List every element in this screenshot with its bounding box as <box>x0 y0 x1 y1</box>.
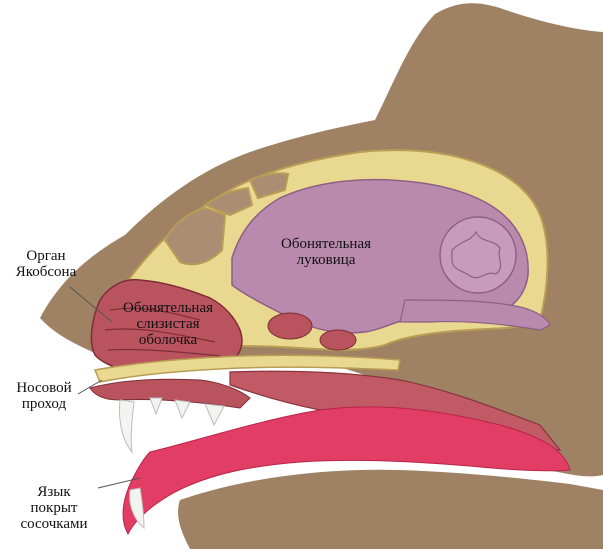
label-tongue: Язык покрыт сосочками <box>8 484 100 532</box>
sinus-patch-2 <box>320 330 356 350</box>
label-tongue-line2: покрыт <box>8 500 100 516</box>
canine-tooth <box>120 400 135 452</box>
label-jacobson-line2: Якобсона <box>6 264 86 280</box>
label-nasal-passage: Носовой проход <box>6 380 82 412</box>
label-olfactory-bulb: Обонятельная луковица <box>270 236 382 268</box>
label-nasal-line1: Носовой <box>6 380 82 396</box>
label-mucosa-line3: оболочка <box>108 332 228 348</box>
label-olfactory-mucosa: Обонятельная слизистая оболочка <box>108 300 228 348</box>
label-bulb-line2: луковица <box>270 252 382 268</box>
label-jacobson-line1: Орган <box>6 248 86 264</box>
label-nasal-line2: проход <box>6 396 82 412</box>
label-jacobson-organ: Орган Якобсона <box>6 248 86 280</box>
chin-fur <box>178 470 603 549</box>
label-tongue-line1: Язык <box>8 484 100 500</box>
label-bulb-line1: Обонятельная <box>270 236 382 252</box>
label-mucosa-line2: слизистая <box>108 316 228 332</box>
sinus-patch-1 <box>268 313 312 339</box>
label-tongue-line3: сосочками <box>8 516 100 532</box>
label-mucosa-line1: Обонятельная <box>108 300 228 316</box>
